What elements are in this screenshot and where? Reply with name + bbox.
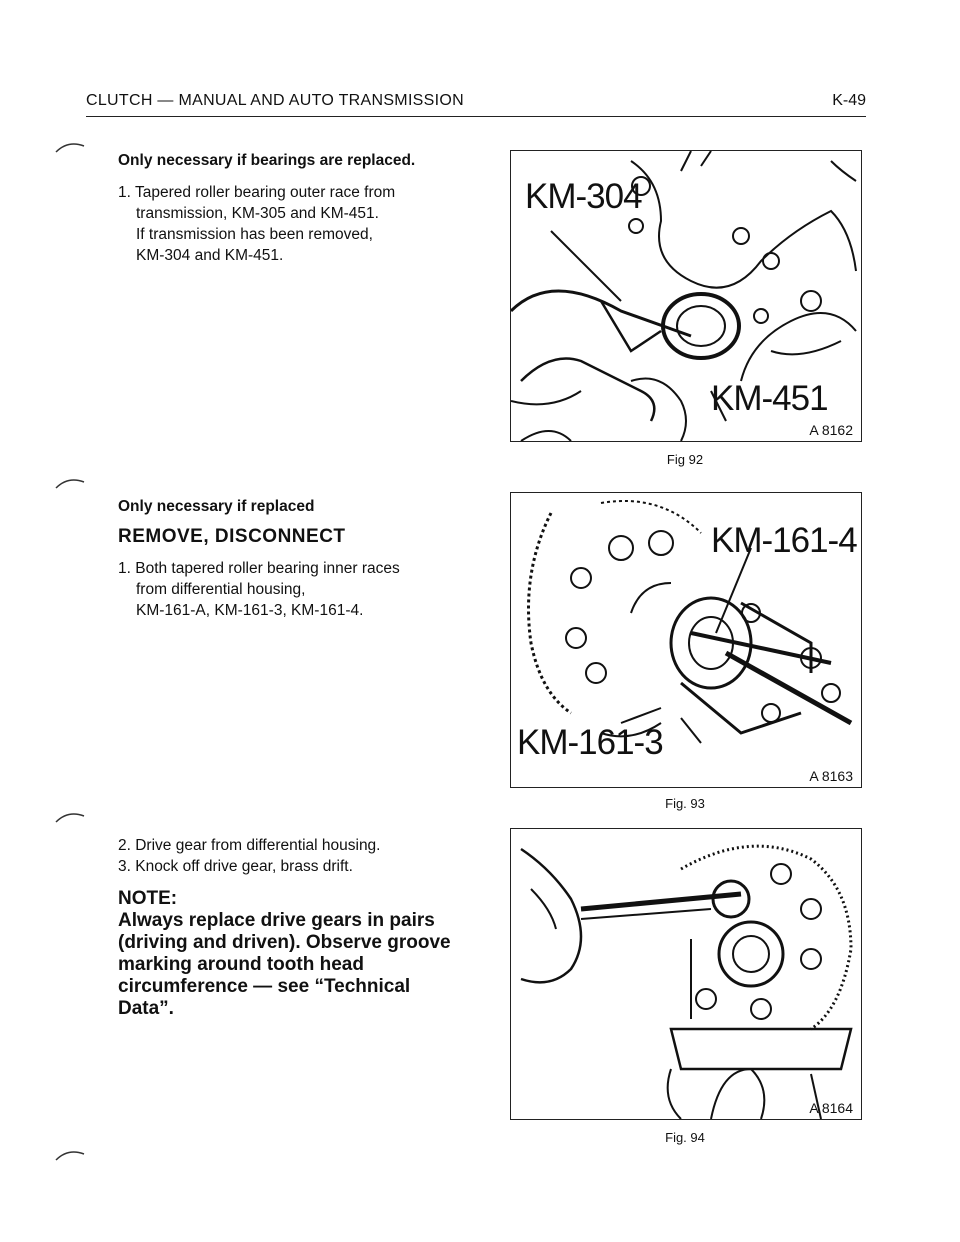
callout-label: KM-161-4 — [711, 521, 858, 560]
note-label: NOTE: — [118, 888, 178, 909]
binder-mark — [54, 1148, 88, 1162]
binder-mark — [54, 476, 88, 490]
figure-94: A 8164 — [510, 828, 862, 1120]
note-line: marking around tooth head — [118, 954, 364, 975]
transmission-housing-illustration — [511, 151, 857, 441]
note-line: circumference — see “Technical — [118, 976, 411, 997]
section2-heading: REMOVE, DISCONNECT — [118, 526, 346, 547]
figure-code: A 8163 — [809, 768, 853, 784]
note-line: Data”. — [118, 998, 174, 1019]
section2-condition: Only necessary if replaced — [118, 498, 315, 515]
callout-label: KM-451 — [711, 379, 829, 418]
drive-gear-removal-illustration — [520, 844, 853, 1119]
section1-step-line: If transmission has been removed, — [136, 226, 373, 243]
section1-step-line: 1. Tapered roller bearing outer race fro… — [118, 184, 396, 201]
section1-condition: Only necessary if bearings are replaced. — [118, 152, 416, 169]
binder-mark — [54, 140, 88, 154]
page-number: K-49 — [832, 92, 866, 109]
figure-code: A 8162 — [809, 422, 853, 438]
figure-93: KM-161-4 KM-161-3 A 8163 — [510, 492, 862, 788]
section1-step-line: KM-304 and KM-451. — [136, 247, 284, 264]
callout-label: KM-304 — [525, 177, 643, 216]
section3-step-line: 2. Drive gear from differential housing. — [118, 837, 381, 854]
section1-step-line: transmission, KM-305 and KM-451. — [136, 205, 379, 222]
figure-caption: Fig 92 — [666, 452, 704, 467]
section2-step-line: from differential housing, — [136, 581, 306, 598]
note-line: Always replace drive gears in pairs — [118, 910, 435, 931]
figure-caption: Fig. 94 — [665, 1130, 705, 1145]
differential-puller-illustration — [527, 500, 853, 744]
callout-label: KM-161-3 — [517, 723, 664, 762]
figure-92: KM-304 KM-451 A 8162 — [510, 150, 862, 442]
section2-step-line: KM-161-A, KM-161-3, KM-161-4. — [136, 602, 364, 619]
note-line: (driving and driven). Observe groove — [118, 932, 451, 953]
figure-code: A 8164 — [809, 1100, 853, 1116]
binder-mark — [54, 810, 88, 824]
header-title: CLUTCH — MANUAL AND AUTO TRANSMISSION — [86, 92, 464, 109]
section3-step-line: 3. Knock off drive gear, brass drift. — [118, 858, 353, 875]
figure-caption: Fig. 93 — [665, 796, 705, 811]
section2-step-line: 1. Both tapered roller bearing inner rac… — [118, 560, 400, 577]
page-header: CLUTCH — MANUAL AND AUTO TRANSMISSION K-… — [86, 92, 866, 117]
